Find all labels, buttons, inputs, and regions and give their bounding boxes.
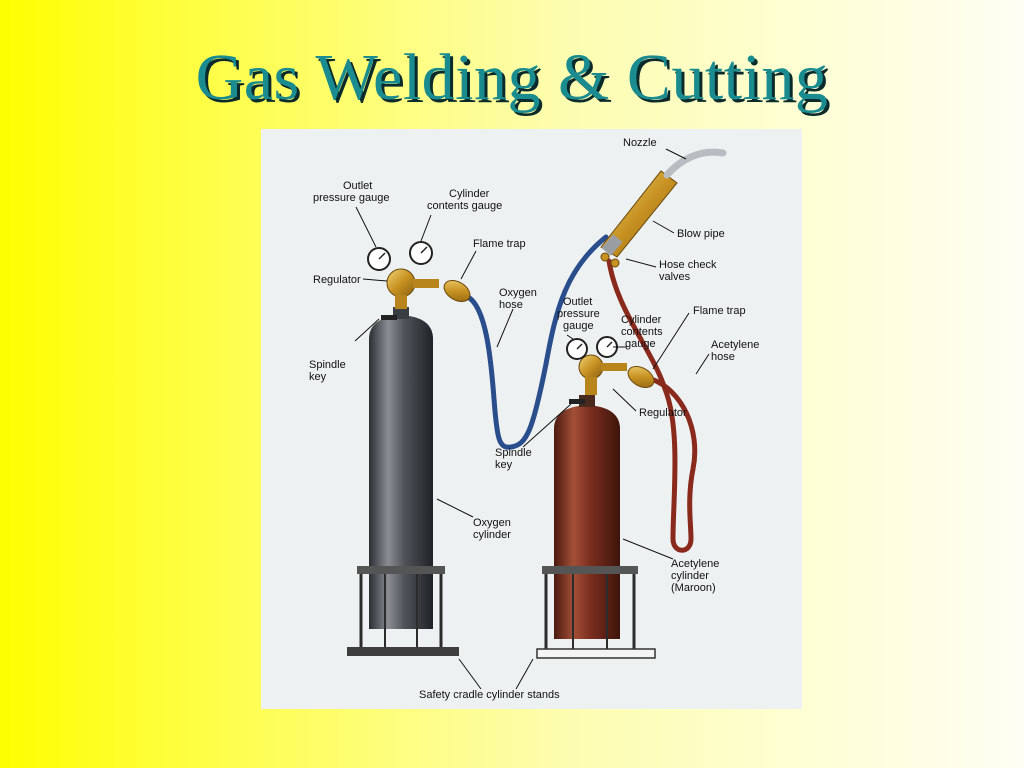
oxygen-spindle-key: [381, 315, 397, 320]
label-nozzle: Nozzle: [623, 137, 657, 149]
slide-title: Gas Welding & Cutting: [195, 41, 829, 114]
acetylene-cylinder: [554, 395, 620, 639]
acetylene-flame-trap: [627, 366, 655, 388]
label-hose-check-valves: Hose check: [659, 259, 717, 271]
label-safety-cradle: Safety cradle cylinder stands: [419, 689, 560, 701]
label-cylinder-contents-gauge-left: Cylinder: [449, 188, 490, 200]
oxygen-contents-gauge: [409, 241, 433, 265]
label-acetylene-cylinder: (Maroon): [671, 582, 716, 594]
label-oxygen-cylinder: Oxygen: [473, 517, 511, 529]
oxygen-flame-trap: [443, 280, 471, 302]
label-outlet-pressure-gauge-left: pressure gauge: [313, 192, 389, 204]
label-cylinder-contents-gauge-right: gauge: [625, 338, 656, 350]
acetylene-regulator: [578, 354, 627, 395]
label-cylinder-contents-gauge-left: contents gauge: [427, 200, 502, 212]
label-spindle-key-left: key: [309, 371, 327, 383]
label-outlet-pressure-gauge-right: gauge: [563, 320, 594, 332]
label-blow-pipe: Blow pipe: [677, 228, 725, 240]
leader-lines: [354, 148, 710, 690]
label-cylinder-contents-gauge-right: Cylinder: [621, 314, 662, 326]
nozzle: [663, 148, 727, 179]
label-spindle-key-left: Spindle: [309, 359, 346, 371]
oxygen-hose: [463, 234, 609, 450]
label-acetylene-hose: hose: [711, 351, 735, 363]
oxygen-regulator: [386, 268, 439, 309]
acetylene-outlet-pressure-gauge: [566, 338, 588, 360]
label-spindle-key-right: Spindle: [495, 447, 532, 459]
label-regulator-left: Regulator: [313, 274, 361, 286]
label-outlet-pressure-gauge-right: Outlet: [563, 296, 592, 308]
oxygen-cradle-stand: [347, 566, 459, 656]
label-outlet-pressure-gauge-right: pressure: [557, 308, 600, 320]
label-cylinder-contents-gauge-right: contents: [621, 326, 663, 338]
label-acetylene-cylinder: cylinder: [671, 570, 709, 582]
hose-check-valves: [600, 252, 620, 268]
label-regulator-right: Regulator: [639, 407, 687, 419]
label-acetylene-hose: Acetylene: [711, 339, 759, 351]
blow-pipe: [600, 170, 678, 258]
label-outlet-pressure-gauge-left: Outlet: [343, 180, 372, 192]
label-oxygen-hose: hose: [499, 299, 523, 311]
label-oxygen-cylinder: cylinder: [473, 529, 511, 541]
label-acetylene-cylinder: Acetylene: [671, 558, 719, 570]
label-flame-trap-left: Flame trap: [473, 238, 526, 250]
acetylene-spindle-key: [569, 399, 585, 404]
gas-welding-diagram: Nozzle Blow pipe Hose check valves Flame…: [261, 129, 802, 709]
label-flame-trap-right: Flame trap: [693, 305, 746, 317]
label-hose-check-valves: valves: [659, 271, 691, 283]
oxygen-cylinder: [369, 307, 433, 629]
label-oxygen-hose: Oxygen: [499, 287, 537, 299]
acetylene-hose: [606, 258, 698, 553]
acetylene-cradle-stand: [536, 566, 656, 659]
label-spindle-key-right: key: [495, 459, 513, 471]
oxygen-outlet-pressure-gauge: [367, 247, 391, 271]
